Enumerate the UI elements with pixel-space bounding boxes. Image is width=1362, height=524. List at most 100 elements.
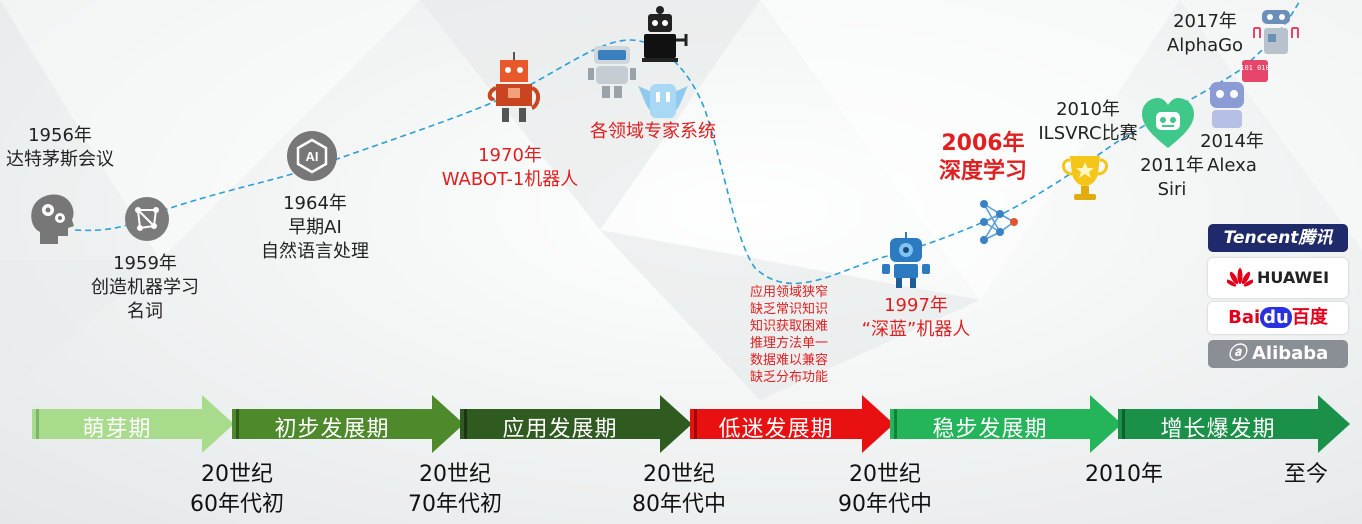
head-gears-icon	[31, 194, 74, 244]
time-label: 至今	[1266, 460, 1346, 490]
milestone-1997: 1997年 “深蓝”机器人	[846, 294, 986, 342]
baidu-logo-part3: 百度	[1291, 307, 1328, 328]
milestone-1970-year: 1970年	[478, 145, 542, 166]
milestone-1964-line2: 自然语言处理	[261, 241, 369, 262]
milestone-2010: 2010年 ILSVRC比赛	[1026, 98, 1150, 146]
huawei-flower-icon	[1225, 267, 1255, 286]
milestone-1964-year: 1964年	[283, 193, 347, 214]
grey-robot-icon	[588, 46, 636, 98]
milestone-2014: 2014年 Alexa	[1192, 130, 1272, 178]
phase-arrow-explosive: 增长爆发期	[1118, 395, 1350, 453]
phase-label: 稳步发展期	[932, 417, 1048, 442]
expert-systems-label: 各领域专家系统	[590, 121, 716, 142]
milestone-2014-year: 2014年	[1200, 131, 1264, 152]
phase-arrow-shape	[460, 395, 692, 453]
milestone-2010-year: 2010年	[1056, 99, 1120, 120]
time-line2: 60年代初	[190, 492, 284, 517]
milestone-1964: 1964年 早期AI 自然语言处理	[250, 192, 380, 264]
phase-label: 萌芽期	[82, 417, 152, 442]
phase-arrow-shape	[690, 395, 894, 453]
milestone-1956-year: 1956年	[28, 125, 92, 146]
heart-robot-icon	[1142, 98, 1194, 148]
phase-arrow-steady: 稳步发展期	[890, 395, 1122, 453]
milestone-1956-text: 达特茅斯会议	[6, 149, 114, 170]
milestone-1956: 1956年 达特茅斯会议	[0, 124, 120, 172]
milestone-1970: 1970年 WABOT-1机器人	[430, 144, 590, 192]
phase-arrow-budding: 萌芽期	[32, 395, 234, 453]
time-line2: 70年代初	[408, 492, 502, 517]
time-line1: 2010年	[1085, 462, 1163, 487]
milestone-1997-text: “深蓝”机器人	[861, 319, 971, 340]
alexa-robot-icon: 101 010	[1210, 60, 1270, 128]
phase-arrow-shape	[1118, 395, 1350, 453]
time-label: 20世纪 70年代初	[390, 460, 520, 520]
time-label: 2010年	[1064, 460, 1184, 490]
problem-item: 应用领域狭窄	[750, 285, 829, 300]
time-line1: 20世纪	[849, 462, 921, 487]
milestone-2017-year: 2017年	[1173, 11, 1237, 32]
time-line2: 80年代中	[632, 492, 726, 517]
milestone-1959-line2: 名词	[127, 301, 163, 322]
time-line1: 20世纪	[201, 462, 273, 487]
time-line1: 至今	[1283, 462, 1328, 487]
huawei-logo-text: HUAWEI	[1256, 268, 1330, 287]
orange-robot-icon	[487, 52, 540, 122]
tencent-logo-text: Tencent腾讯	[1223, 228, 1333, 248]
winged-robot-icon	[638, 84, 688, 118]
time-line2: 90年代中	[838, 492, 932, 517]
milestone-1959: 1959年 创造机器学习 名词	[80, 252, 210, 324]
phase-label: 初步发展期	[274, 417, 390, 442]
problem-item: 推理方法单一	[750, 336, 829, 351]
deep-blue-robot-icon	[882, 232, 930, 288]
milestone-1970-text: WABOT-1机器人	[441, 169, 579, 190]
ai-hexagon-icon: AI	[287, 131, 337, 181]
baidu-logo-part2: du	[1260, 307, 1292, 328]
milestone-2006-text: 深度学习	[938, 159, 1027, 184]
alibaba-symbol-icon: ⓐ	[1227, 343, 1246, 364]
milestone-2011-text: Siri	[1157, 179, 1187, 200]
time-label: 20世纪 80年代中	[614, 460, 744, 520]
problem-item: 缺乏常识知识	[750, 302, 829, 317]
alphago-robot-icon	[1253, 10, 1299, 54]
phase-arrow-initial: 初步发展期	[232, 395, 464, 453]
phase-arrow-decline: 低迷发展期	[690, 395, 894, 453]
binary-text: 101 010	[1240, 64, 1270, 72]
time-label: 20世纪 60年代初	[172, 460, 302, 520]
phase-label: 增长爆发期	[1160, 417, 1276, 442]
milestone-2006-year: 2006年	[941, 131, 1025, 156]
neural-network-icon	[980, 200, 1018, 244]
milestone-2017: 2017年 AlphaGo	[1160, 10, 1250, 58]
milestone-2011: 2011年 Siri	[1132, 154, 1212, 202]
network-circle-icon	[125, 197, 169, 241]
phase-arrow-shape	[32, 395, 234, 453]
baidu-logo-part1: Bai	[1228, 307, 1261, 328]
milestone-1959-year: 1959年	[113, 253, 177, 274]
problem-item: 知识获取困难	[750, 319, 829, 334]
milestone-1959-line1: 创造机器学习	[91, 277, 199, 298]
alibaba-logo-text: Alibaba	[1251, 343, 1329, 364]
milestone-2010-text: ILSVRC比赛	[1038, 123, 1138, 144]
milestone-2014-text: Alexa	[1207, 155, 1257, 176]
time-line1: 20世纪	[643, 462, 715, 487]
black-robot-icon	[642, 6, 688, 62]
time-label: 20世纪 90年代中	[820, 460, 950, 520]
phase-label: 低迷发展期	[718, 417, 834, 442]
problem-item: 缺乏分布功能	[750, 370, 829, 385]
phase-arrow-shape	[232, 395, 464, 453]
trophy-icon	[1062, 156, 1108, 200]
tencent-logo: Tencent腾讯	[1208, 224, 1348, 252]
milestone-2011-year: 2011年	[1140, 155, 1204, 176]
milestone-1997-year: 1997年	[884, 295, 948, 316]
milestone-1964-line1: 早期AI	[288, 217, 342, 238]
time-line1: 20世纪	[419, 462, 491, 487]
alibaba-logo: ⓐ Alibaba	[1208, 340, 1348, 368]
huawei-logo: HUAWEI	[1208, 258, 1348, 298]
ai-badge-text: AI	[306, 149, 319, 164]
problem-item: 数据难以兼容	[750, 353, 829, 368]
milestone-2006: 2006年 深度学习	[928, 130, 1038, 186]
phase-arrow-shape	[890, 395, 1122, 453]
phase-arrow-application: 应用发展期	[460, 395, 692, 453]
phase-label: 应用发展期	[502, 417, 618, 442]
